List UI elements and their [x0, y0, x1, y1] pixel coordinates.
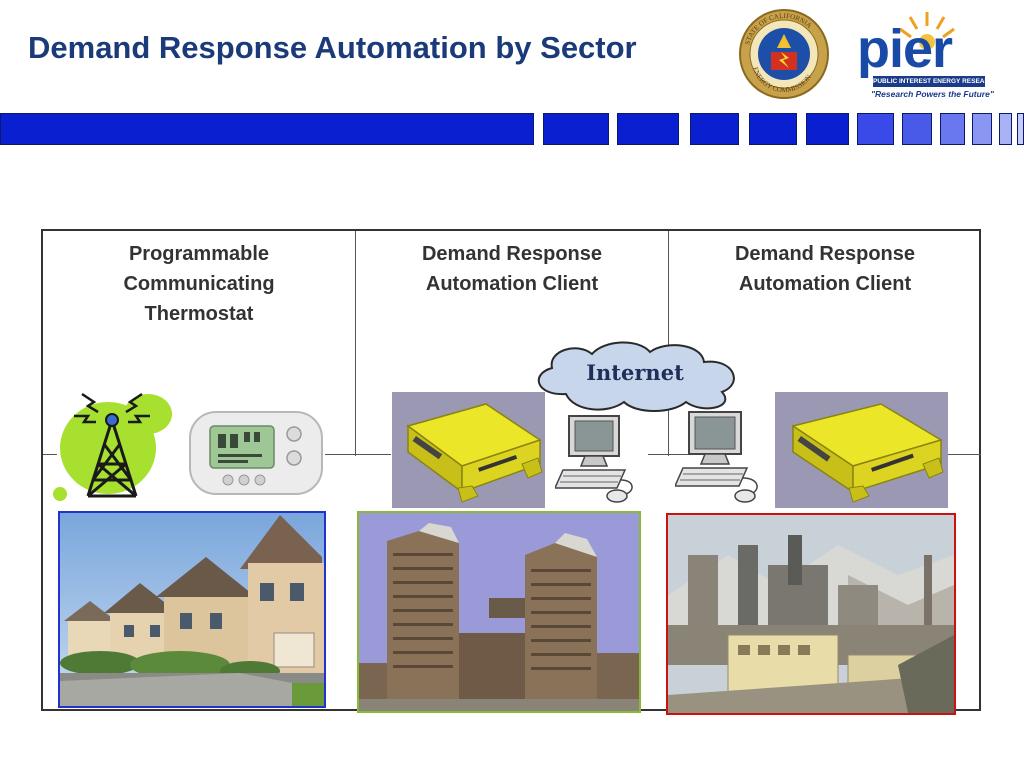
heading-line: Thermostat: [144, 303, 254, 325]
slide-title: Demand Response Automation by Sector: [28, 30, 637, 65]
header-bar: [0, 113, 1024, 147]
bar-segment: [1017, 113, 1024, 145]
pier-tagline: "Research Powers the Future": [871, 89, 994, 99]
bar-segment: [690, 113, 739, 145]
dr-client-box-icon: [392, 392, 545, 508]
computer-icon: [555, 415, 633, 503]
pier-logo-icon: pier PUBLIC INTEREST ENERGY RESEARCH "Re…: [855, 8, 994, 103]
bar-segment: [940, 113, 965, 145]
commercial-photo: [357, 511, 641, 713]
row-divider: [43, 454, 57, 455]
bar-segment: [857, 113, 894, 145]
bar-segment: [0, 113, 534, 145]
radio-tower-icon: [53, 392, 172, 501]
residential-photo: [58, 511, 326, 708]
computer-icon: [675, 411, 758, 503]
column-heading-thermostat: Programmable Communicating Thermostat: [43, 239, 355, 329]
pier-wordmark: pier: [857, 19, 953, 79]
heading-line: Programmable: [128, 243, 270, 265]
column-heading-industrial-client: Demand Response Automation Client: [669, 239, 981, 299]
cec-seal-icon: STATE OF CALIFORNIA ENERGY COMMISSION: [739, 9, 829, 99]
heading-line: Demand Response: [421, 243, 603, 265]
heading-line: Demand Response: [734, 243, 916, 265]
pier-subtitle: PUBLIC INTEREST ENERGY RESEARCH: [873, 76, 985, 87]
row-divider: [648, 454, 688, 455]
column-divider: [668, 231, 669, 456]
bar-segment: [749, 113, 797, 145]
bar-segment: [902, 113, 932, 145]
bar-segment: [972, 113, 992, 145]
row-divider: [947, 454, 981, 455]
heading-line: Communicating: [123, 273, 275, 295]
heading-line: Automation Client: [425, 273, 599, 295]
bar-segment: [543, 113, 609, 145]
thermostat-icon: [189, 411, 323, 495]
bar-segment: [999, 113, 1012, 145]
bar-segment: [617, 113, 679, 145]
cloud-label: Internet: [586, 360, 684, 385]
industrial-photo: [666, 513, 956, 715]
row-divider: [325, 454, 391, 455]
column-heading-commercial-client: Demand Response Automation Client: [356, 239, 668, 299]
bar-segment: [806, 113, 849, 145]
heading-line: Automation Client: [738, 273, 912, 295]
column-divider: [355, 231, 356, 456]
cloud-icon: Internet: [526, 338, 744, 412]
dr-client-box-icon: [775, 392, 948, 508]
